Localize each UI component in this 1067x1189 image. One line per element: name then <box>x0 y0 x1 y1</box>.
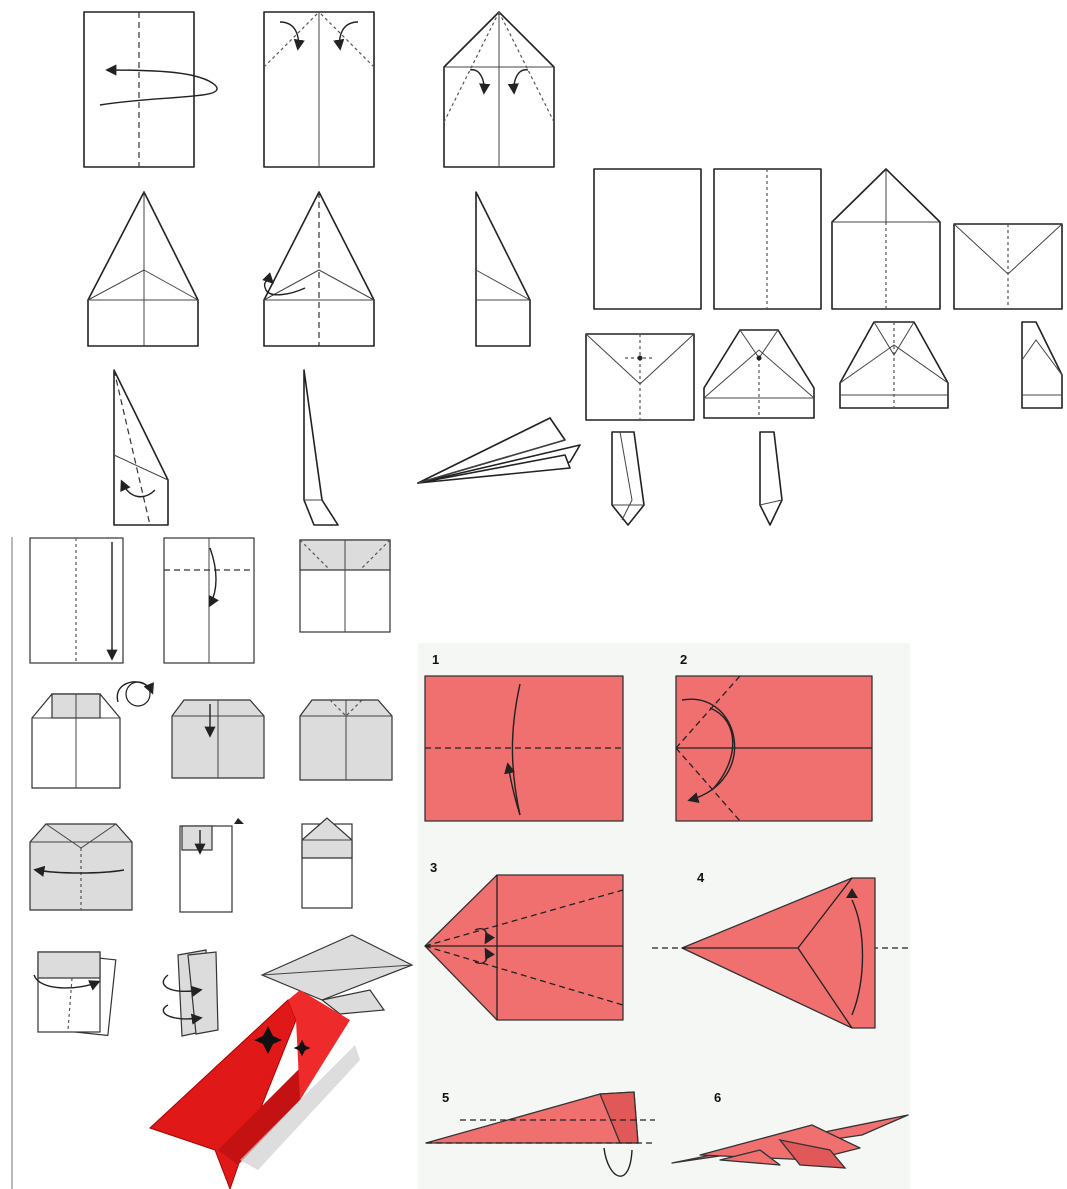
bl-step-4 <box>32 682 152 788</box>
tl-step-9-airplane <box>418 418 580 483</box>
tl-step-7 <box>114 370 168 525</box>
pink-step-1: 1 <box>425 652 623 821</box>
step-number-2: 2 <box>680 652 687 667</box>
tl-step-1 <box>84 12 217 167</box>
bl-step-11 <box>163 950 218 1036</box>
tl-step-3 <box>444 12 554 167</box>
tr-step-6 <box>704 330 814 418</box>
bl-step-2 <box>164 538 254 663</box>
bl-step-9 <box>302 818 352 908</box>
tr-step-5 <box>586 334 694 420</box>
tr-step-9 <box>612 432 644 525</box>
tr-step-8 <box>1022 322 1062 408</box>
tl-step-8 <box>304 370 338 525</box>
tl-step-5 <box>264 192 374 346</box>
bl-step-1 <box>30 538 123 663</box>
tr-step-2 <box>714 169 821 309</box>
tr-step-1 <box>594 169 701 309</box>
top-left-diagram-set <box>84 12 580 525</box>
step-number-1: 1 <box>432 652 439 667</box>
step-number-6: 6 <box>714 1090 721 1105</box>
bl-step-6 <box>300 700 392 780</box>
tl-step-6 <box>476 192 530 346</box>
top-right-diagram-set <box>586 169 1062 525</box>
bl-step-10 <box>34 952 116 1035</box>
tl-step-2 <box>264 12 374 167</box>
bl-step-3 <box>300 540 390 632</box>
pink-diagram-set: 1 2 3 4 <box>418 643 910 1189</box>
pink-step-2: 2 <box>676 652 872 821</box>
tr-step-3 <box>832 169 940 309</box>
bl-step-8 <box>180 818 244 912</box>
tr-step-4 <box>954 224 1062 309</box>
bl-step-12-airplane <box>262 935 412 1014</box>
bl-step-7 <box>30 824 132 910</box>
tr-step-10 <box>760 432 782 525</box>
step-number-5: 5 <box>442 1090 449 1105</box>
bottom-left-diagram-set <box>12 537 412 1189</box>
tl-step-4 <box>88 192 198 346</box>
step-number-4: 4 <box>697 870 705 885</box>
tr-step-7 <box>840 322 948 408</box>
bl-step-5 <box>172 700 264 778</box>
step-number-3: 3 <box>430 860 437 875</box>
